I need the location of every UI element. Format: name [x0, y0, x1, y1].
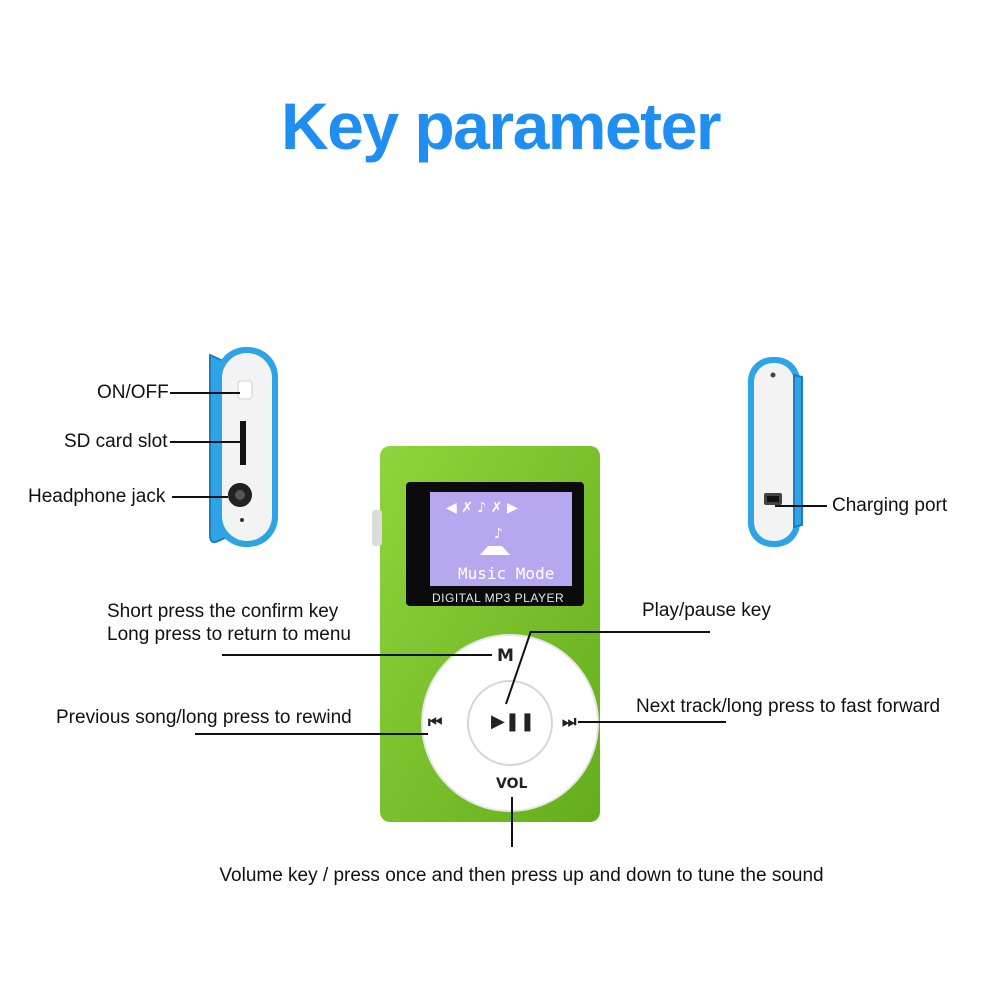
play-pause-ring: [467, 680, 553, 766]
right-side-view: [748, 357, 803, 547]
leader-volume: [511, 797, 513, 847]
leader-on-off: [170, 392, 240, 394]
label-charging-port: Charging port: [832, 495, 948, 516]
label-on-off: ON/OFF: [97, 382, 169, 403]
leader-charging-port: [775, 505, 827, 507]
next-button[interactable]: ⏭: [562, 712, 577, 731]
sd-card-slot: [240, 421, 246, 465]
label-headphone-jack: Headphone jack: [28, 486, 166, 507]
leader-headphone-jack: [172, 496, 228, 498]
leader-sd-card-slot: [170, 441, 242, 443]
svg-text:◀ ✗ ♪ ✗ ▶: ◀ ✗ ♪ ✗ ▶: [446, 500, 518, 516]
leader-play-pause-diag: [505, 630, 532, 705]
label-sd-card-slot: SD card slot: [64, 431, 168, 452]
lcd-mode-text: Music Mode: [458, 564, 555, 583]
player-front: ◀ ✗ ♪ ✗ ▶ ♪: [372, 446, 600, 822]
leader-previous: [195, 733, 428, 735]
label-previous: Previous song/long press to rewind: [56, 707, 352, 728]
on-off-switch: [237, 380, 253, 400]
menu-button[interactable]: M: [497, 646, 514, 666]
page-title: Key parameter: [280, 89, 722, 163]
left-side-view: [209, 347, 278, 547]
label-volume: Volume key / press once and then press u…: [219, 865, 824, 886]
svg-text:♪: ♪: [494, 526, 503, 542]
label-next: Next track/long press to fast forward: [636, 696, 941, 717]
lcd-screen: [430, 492, 572, 586]
previous-button[interactable]: ⏮: [428, 712, 443, 731]
label-confirm-long: Long press to return to menu: [107, 624, 351, 645]
leader-confirm: [222, 654, 492, 656]
clip: [793, 373, 803, 529]
brand-text: DIGITAL MP3 PLAYER: [432, 591, 565, 605]
label-confirm-short: Short press the confirm key: [107, 601, 339, 622]
play-pause-button[interactable]: ▶❚❚: [491, 711, 536, 732]
volume-button[interactable]: VOL: [496, 776, 528, 792]
leader-next: [578, 721, 726, 723]
label-play-pause: Play/pause key: [642, 600, 771, 621]
leader-play-pause-h: [530, 631, 710, 633]
